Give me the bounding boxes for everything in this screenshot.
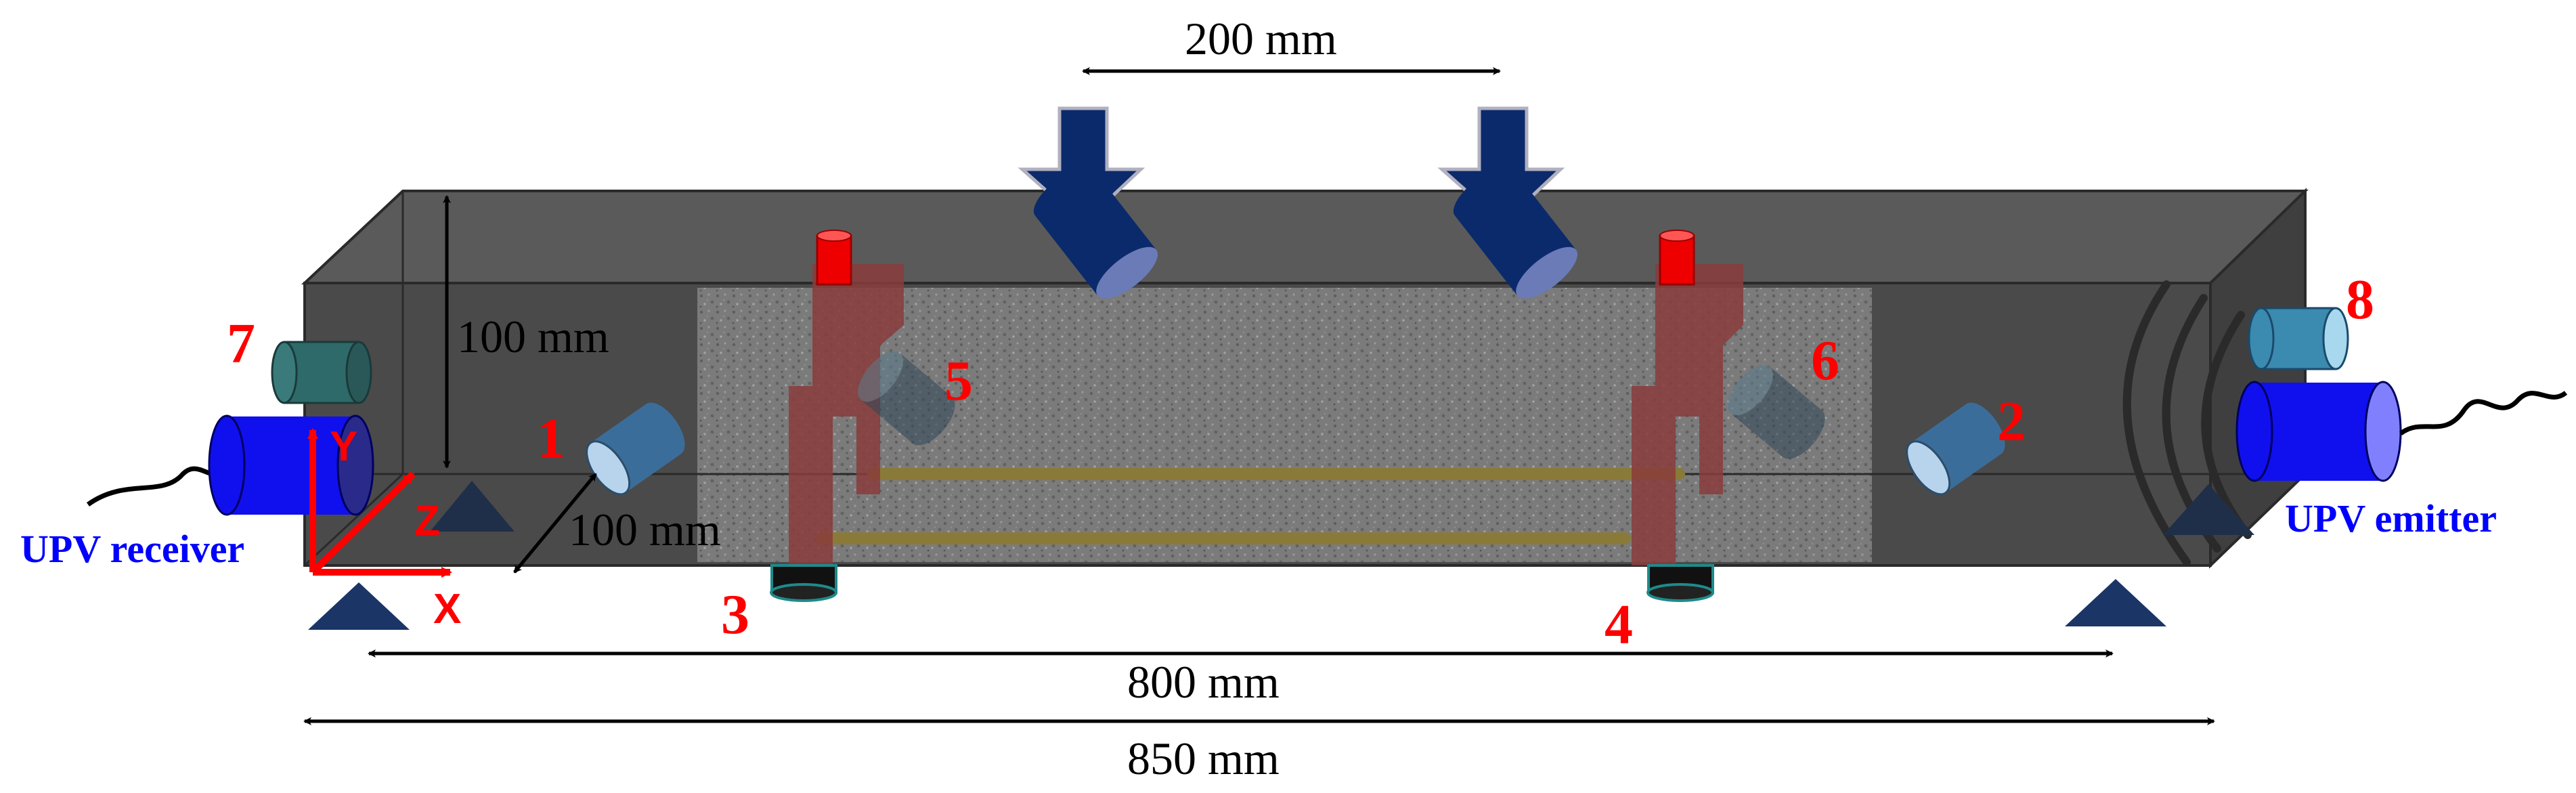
stirrup-right bbox=[1632, 264, 1743, 565]
axis-x-label: X bbox=[433, 586, 461, 633]
sensor-label-5: 5 bbox=[944, 349, 973, 412]
axis-y-label: Y bbox=[330, 423, 357, 470]
sensor-8 bbox=[2248, 307, 2349, 370]
sensor-5 bbox=[858, 351, 955, 446]
load-arrow-left bbox=[1018, 106, 1158, 299]
sensor-label-1: 1 bbox=[537, 407, 565, 470]
sensor-1 bbox=[586, 402, 685, 496]
support-right-back bbox=[2163, 484, 2254, 535]
sensor-4 bbox=[1646, 564, 1714, 602]
sensor-label-4: 4 bbox=[1604, 593, 1633, 656]
sensor-3 bbox=[770, 564, 837, 602]
sensor-label-8: 8 bbox=[2346, 268, 2374, 331]
stirrup-left bbox=[789, 264, 904, 565]
sensor-7 bbox=[271, 341, 372, 404]
strain-gauge-left bbox=[816, 230, 852, 286]
axis-z-label: Z bbox=[414, 498, 440, 544]
support-right-front bbox=[2065, 579, 2166, 626]
upv-receiver-device bbox=[86, 414, 374, 516]
sensor-2 bbox=[1906, 402, 2005, 496]
dim-label-width: 100 mm bbox=[569, 504, 721, 555]
dim-label-height: 100 mm bbox=[457, 311, 609, 362]
load-arrow-right bbox=[1437, 106, 1578, 299]
rebars bbox=[816, 468, 1685, 544]
upv-emitter-device bbox=[2235, 381, 2568, 482]
upv-receiver-label: UPV receiver bbox=[20, 527, 244, 571]
strain-gauge-right bbox=[1659, 230, 1695, 286]
dim-line-width bbox=[513, 473, 597, 574]
support-left-back bbox=[430, 481, 515, 532]
sensor-label-6: 6 bbox=[1811, 329, 1839, 392]
dim-label-850: 850 mm bbox=[1127, 733, 1280, 784]
dim-label-200: 200 mm bbox=[1185, 13, 1337, 64]
dimension-lines bbox=[303, 67, 2215, 725]
coordinate-axes bbox=[307, 428, 452, 578]
beam-top-face bbox=[301, 190, 2309, 284]
sensor-label-3: 3 bbox=[721, 583, 749, 646]
upv-emitter-label: UPV emitter bbox=[2285, 496, 2497, 540]
sensor-label-7: 7 bbox=[227, 312, 255, 375]
support-left-front bbox=[308, 582, 410, 630]
sensor-label-2: 2 bbox=[1997, 390, 2026, 453]
sensor-6 bbox=[1728, 364, 1825, 459]
dim-label-800: 800 mm bbox=[1127, 656, 1280, 708]
